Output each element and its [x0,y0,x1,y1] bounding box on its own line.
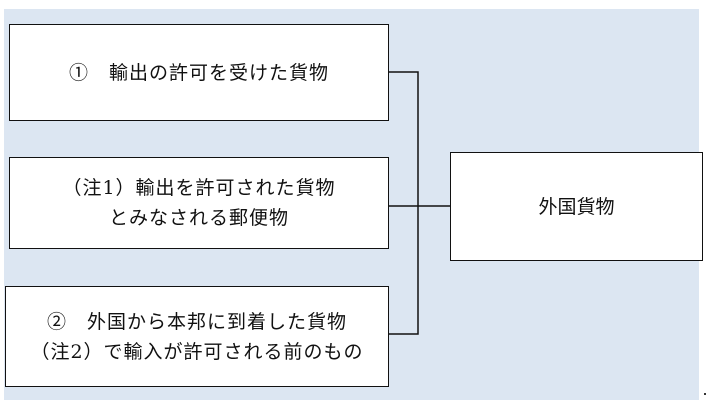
target-box-foreign-goods: 外国貨物 [450,152,703,261]
target-box-label: 外国貨物 [538,195,615,218]
source-box-arrived-goods: ② 外国から本邦に到着した貨物 （注2）で輸入が許可される前のもの [5,286,389,387]
source-box-3-line2: （注2）で輸入が許可される前のもの [30,340,364,363]
connector-source-3 [389,207,419,335]
source-box-export-permitted: ① 輸出の許可を受けた貨物 [9,24,389,121]
edge-artifact [704,393,706,395]
source-box-2-line1: （注1）輸出を許可された貨物 [62,177,336,199]
source-box-1-line1: ① 輸出の許可を受けた貨物 [68,61,329,84]
source-box-3-line1: ② 外国から本邦に到着した貨物 [46,310,347,333]
connector-source-1 [389,71,419,207]
source-box-postal-items: （注1）輸出を許可された貨物 とみなされる郵便物 [9,157,389,249]
source-box-2-line2: とみなされる郵便物 [108,207,289,229]
